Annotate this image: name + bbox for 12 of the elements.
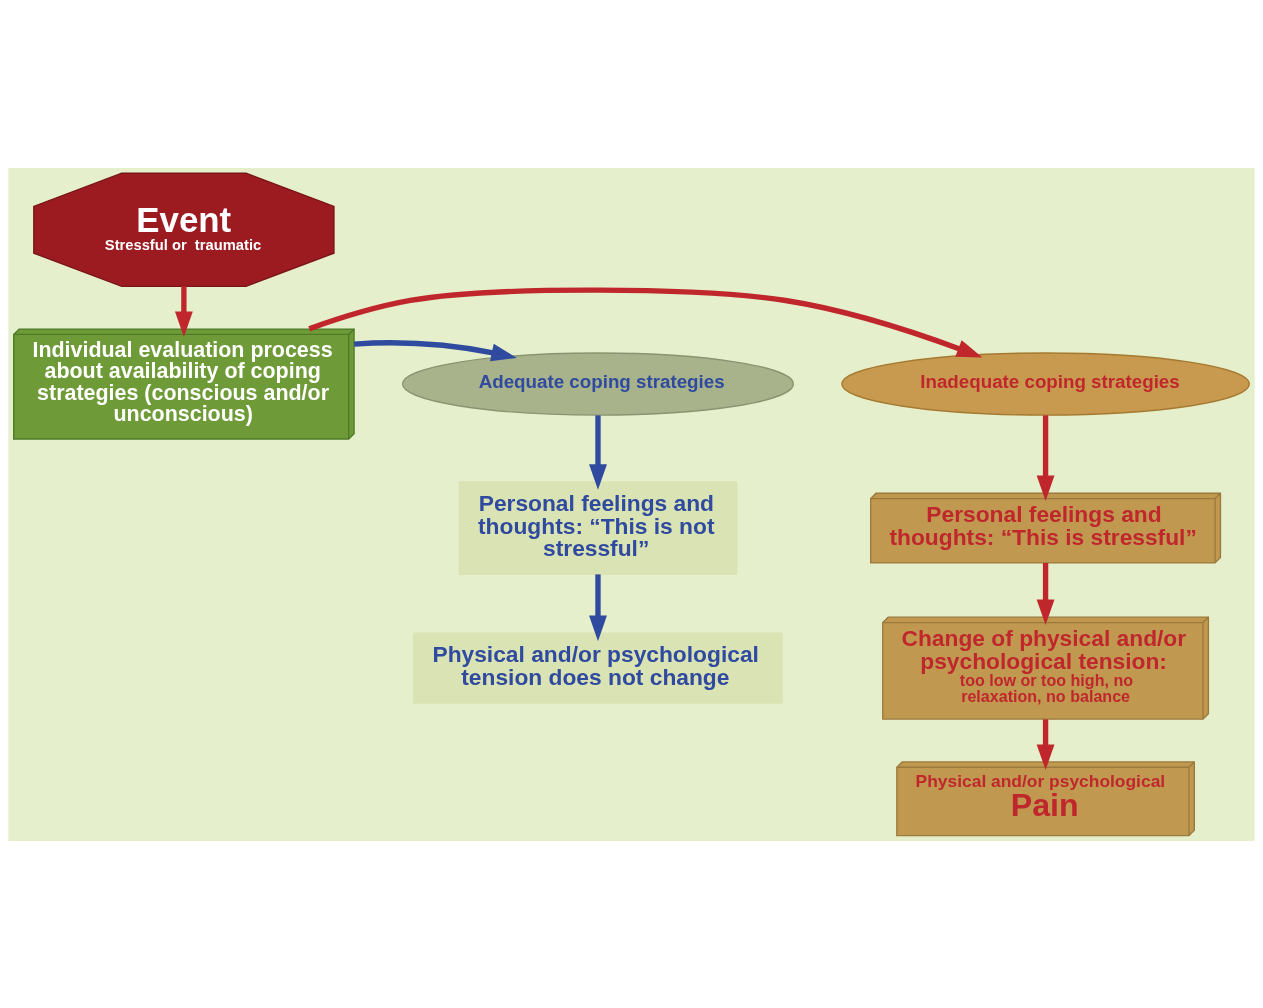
arrow <box>1036 414 1055 501</box>
arrow <box>1036 562 1055 625</box>
arrow <box>589 414 607 490</box>
node-box: Physical and/or psychological tension does not change <box>413 632 783 704</box>
node-box: Personal feelings and thoughts: “This is not stressful” <box>458 480 738 575</box>
arrow <box>589 573 607 641</box>
node-ellipse: Adequate coping strategies <box>401 351 795 416</box>
arrow <box>353 339 517 361</box>
arrow <box>308 286 983 357</box>
arrow <box>1036 718 1055 770</box>
arrow <box>174 285 193 337</box>
node-ellipse: Inadequate coping strategies <box>841 351 1251 416</box>
